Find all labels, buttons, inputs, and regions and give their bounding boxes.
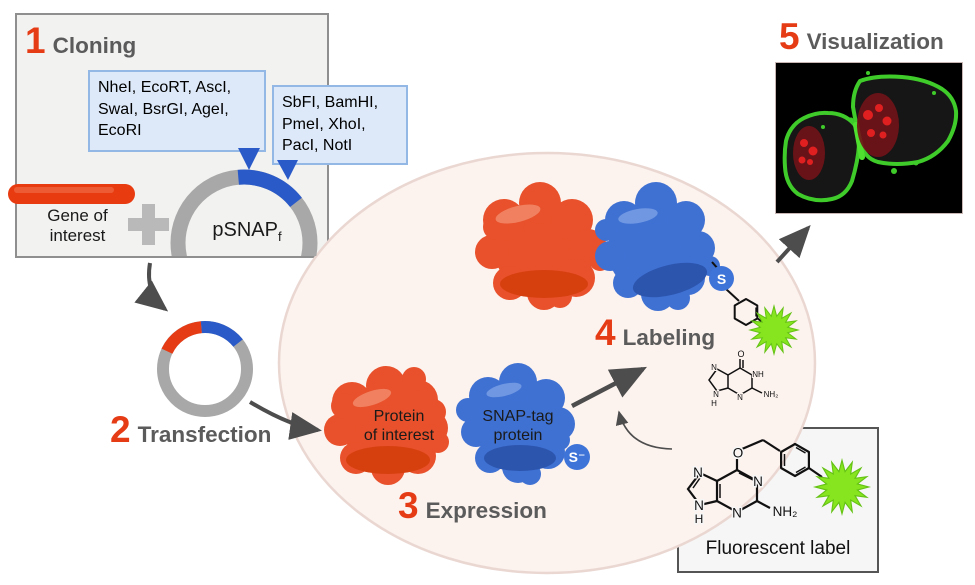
guanine-byproduct-structure	[708, 359, 763, 396]
enzyme-line: SwaI, BsrGI, AgeI,	[98, 100, 229, 118]
step-5-label: Visualization	[806, 29, 944, 54]
enzyme-line: PacI, NotI	[282, 137, 353, 155]
sulfur-chip: S	[709, 266, 734, 291]
step-2-number: 2	[110, 409, 131, 450]
plasmid-name-label: pSNAPf	[212, 219, 282, 244]
fluorescence-micrograph	[782, 71, 959, 203]
atom-n: N	[713, 390, 719, 399]
step-4-heading: 4 Labeling	[595, 314, 715, 351]
step-5-number: 5	[779, 16, 800, 57]
atom-o: O	[737, 349, 744, 359]
step-2-heading: 2 Transfection	[110, 411, 271, 448]
step-3-number: 3	[398, 485, 419, 526]
restriction-enzymes-right-box: SbFI, BamHI, PmeI, XhoI, PacI, NotI	[272, 85, 408, 165]
labeled-protein-of-interest-blob	[475, 182, 611, 310]
step-4-number: 4	[595, 312, 616, 353]
atom-n: N	[711, 363, 717, 372]
step-5-heading: 5 Visualization	[779, 18, 944, 55]
atom-nh: NH	[752, 370, 764, 379]
atom-nh2: NH₂	[764, 390, 779, 399]
atom-h: H	[711, 399, 717, 408]
enzyme-line: SbFI, BamHI,	[282, 94, 379, 111]
green-speckles	[821, 71, 936, 174]
labeled-snap-tag-protein-blob	[595, 182, 720, 311]
microscopy-image	[775, 62, 963, 214]
step-3-heading: 3 Expression	[398, 487, 547, 524]
membrane-junction	[853, 122, 865, 160]
arrow-expression-to-labeling	[570, 366, 647, 408]
arrow-labeling-to-visualization	[775, 225, 811, 264]
atom-n: N	[737, 393, 743, 402]
plasmid-transfected	[157, 321, 253, 417]
gene-of-interest-label: Gene of interest	[47, 206, 108, 246]
step-1-heading: 1 Cloning	[25, 22, 136, 59]
snap-tag-protein-label: SNAP-tag protein	[482, 408, 554, 444]
step-3-label: Expression	[425, 498, 547, 523]
fluorophore-star-icon	[749, 305, 799, 355]
step-2-label: Transfection	[137, 422, 272, 447]
enzyme-line: NheI, EcoRT, AscI,	[98, 79, 232, 96]
enzyme-line: PmeI, XhoI,	[282, 115, 366, 133]
protein-of-interest-label: Protein of interest	[363, 408, 435, 444]
arrow-fluorophore-to-reaction	[615, 410, 673, 450]
restriction-enzymes-left-box: NheI, EcoRT, AscI, SwaI, BsrGI, AgeI, Ec…	[88, 70, 266, 152]
thiolate-chip: S⁻	[564, 444, 590, 470]
enzyme-line: EcoRI	[98, 122, 142, 140]
nucleus-right	[857, 93, 899, 157]
step-1-label: Cloning	[52, 33, 137, 58]
arrow-cloning-to-transfection	[134, 262, 169, 312]
fluorescent-label-caption: Fluorescent label	[705, 538, 851, 559]
step-1-number: 1	[25, 20, 46, 61]
step-4-label: Labeling	[622, 325, 716, 350]
